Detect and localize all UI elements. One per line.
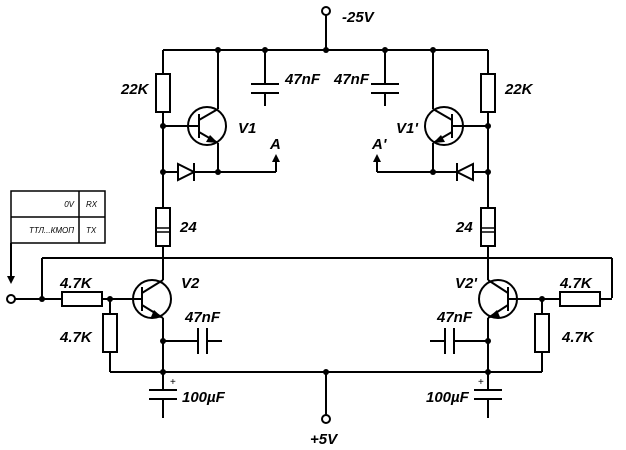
capacitor-mid-left-label: 47nF (184, 309, 221, 326)
resistor-4k7-input-right (508, 291, 612, 307)
capacitor-100uf-right-polarity: + (478, 377, 484, 388)
diode-left (163, 162, 218, 182)
capacitor-100uf-left (149, 372, 177, 418)
transistor-v2-prime-label: V2' (455, 275, 477, 292)
connector-0v-label: 0V (64, 200, 74, 209)
resistor-24-left-label: 24 (179, 219, 197, 236)
resistor-4k7-bias-right-label: 4.7K (561, 329, 595, 346)
capacitor-top-left-label: 47nF (284, 71, 321, 88)
connector-rx-label: RX (86, 200, 98, 209)
output-a-prime (373, 154, 433, 173)
resistor-4k7-input-left-label: 4.7K (59, 275, 93, 292)
resistor-4k7-input-left (61, 291, 142, 307)
transistor-v1-label: V1 (238, 120, 256, 137)
resistor-22k-left (155, 73, 171, 113)
transistor-v2 (132, 279, 172, 372)
capacitor-mid-right-label: 47nF (436, 309, 473, 326)
capacitor-100uf-left-polarity: + (170, 377, 176, 388)
resistor-4k7-input-right-label: 4.7K (559, 275, 593, 292)
transistor-v1-prime (424, 50, 488, 172)
diode-right (433, 162, 488, 182)
negative-supply-terminal (321, 6, 331, 53)
transistor-v2-label: V2 (181, 275, 200, 292)
positive-supply-terminal (321, 372, 331, 424)
output-a-prime-label: A' (371, 136, 387, 153)
resistor-22k-right-label: 22K (504, 81, 534, 98)
resistor-4k7-bias-right (534, 299, 550, 372)
capacitor-top-right (371, 50, 399, 106)
resistor-4k7-bias-left (102, 299, 118, 372)
capacitor-mid-right (430, 328, 488, 354)
resistor-24-right-label: 24 (455, 219, 473, 236)
resistor-22k-left-label: 22K (120, 81, 150, 98)
transistor-v2-prime (478, 279, 518, 372)
capacitor-100uf-right (474, 372, 502, 418)
transistor-v1 (163, 50, 227, 172)
capacitor-top-left (251, 50, 279, 106)
connector-tx-label: TX (86, 226, 97, 235)
resistor-4k7-bias-left-label: 4.7K (59, 329, 93, 346)
transistor-v1-prime-label: V1' (396, 120, 418, 137)
capacitor-mid-left (163, 328, 222, 354)
resistor-24-left (155, 207, 171, 247)
positive-supply-label: +5V (310, 431, 339, 448)
capacitor-100uf-left-label: 100µF (182, 389, 226, 406)
output-a-label: A (269, 136, 281, 153)
resistor-24-right (480, 207, 496, 247)
input-terminal (6, 243, 62, 304)
negative-supply-label: -25V (342, 9, 376, 26)
capacitor-top-right-label: 47nF (333, 71, 370, 88)
capacitor-100uf-right-label: 100µF (426, 389, 470, 406)
resistor-22k-right (480, 73, 496, 113)
output-a (218, 154, 280, 173)
connector-ttl-cmos-label: ТТЛ...КМОП (29, 226, 74, 235)
serial-connector-table (10, 190, 106, 244)
